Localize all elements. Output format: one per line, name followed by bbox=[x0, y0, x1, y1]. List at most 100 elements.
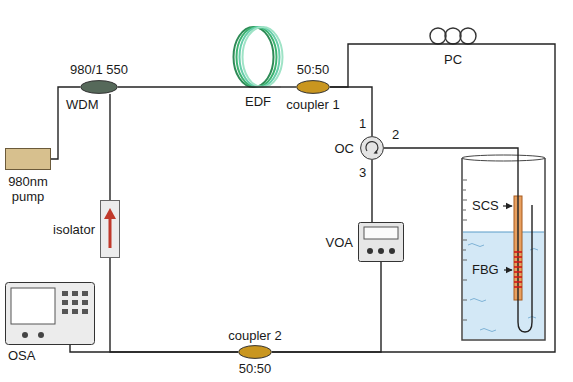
fiber-loop bbox=[240, 27, 280, 87]
sensing-fiber bbox=[384, 148, 532, 332]
fiber-link bbox=[272, 44, 555, 352]
label-holder: 980nm pump bbox=[3, 174, 53, 204]
fiber-link bbox=[109, 94, 110, 200]
osa-button bbox=[72, 291, 78, 296]
label-holder: coupler 2 bbox=[228, 328, 281, 343]
pump-laser-box: 980nm pump bbox=[5, 148, 51, 170]
node-outline bbox=[100, 200, 120, 258]
isolator-box: isolator bbox=[100, 200, 120, 258]
voa-instrument: VOA bbox=[358, 222, 404, 262]
isolator-arrowhead bbox=[104, 208, 116, 219]
water-waves bbox=[468, 244, 538, 332]
component-label: EDF bbox=[245, 94, 271, 109]
component-label: coupler 1 bbox=[286, 97, 339, 112]
osa-button bbox=[62, 291, 68, 296]
node-outline bbox=[80, 80, 118, 94]
wdm-coupler: 980/1 550WDM bbox=[80, 80, 118, 94]
node-outline bbox=[360, 136, 384, 160]
node-outline bbox=[5, 282, 95, 345]
osa-button bbox=[82, 300, 88, 305]
fiber-link bbox=[272, 262, 381, 352]
leader-line bbox=[504, 269, 512, 270]
osa-button bbox=[72, 309, 78, 314]
component-label: PC bbox=[444, 52, 462, 67]
node-outline bbox=[238, 345, 272, 359]
voa-body bbox=[359, 223, 404, 262]
component-label: isolator bbox=[53, 222, 95, 237]
osa-button bbox=[72, 300, 78, 305]
component-label: WDM bbox=[66, 97, 99, 112]
node-outline bbox=[235, 20, 281, 90]
fiber-link bbox=[371, 160, 372, 222]
component-label: 980nm pump bbox=[3, 174, 53, 204]
fiber-line bbox=[235, 86, 281, 87]
label-holder: isolator bbox=[53, 222, 95, 237]
pc-loop bbox=[430, 28, 446, 44]
fiber-link bbox=[281, 86, 296, 87]
pump-body bbox=[6, 149, 51, 170]
node-outline bbox=[296, 80, 330, 94]
label-holder: OC bbox=[335, 141, 355, 156]
component-label: 980/1 550 bbox=[70, 62, 128, 77]
beaker-scale bbox=[463, 180, 467, 320]
osa-button bbox=[82, 309, 88, 314]
osa-button bbox=[62, 309, 68, 314]
label-holder: coupler 1 bbox=[286, 97, 339, 112]
port-number: 2 bbox=[392, 127, 399, 142]
voa-knob bbox=[389, 248, 395, 254]
leader-line bbox=[503, 205, 512, 206]
polarization-controller: PC bbox=[428, 26, 478, 46]
fiber-link bbox=[70, 345, 238, 352]
fiber-link bbox=[110, 258, 238, 352]
label-holder: VOA bbox=[326, 235, 353, 250]
node-outline bbox=[358, 222, 404, 262]
fiber-coupler: 50:50coupler 1 bbox=[296, 80, 330, 94]
coupler-body bbox=[297, 81, 330, 94]
coupler-body bbox=[239, 346, 272, 359]
beaker-rim bbox=[462, 155, 545, 161]
fbg-grating bbox=[514, 252, 522, 287]
label-holder: 2 bbox=[392, 127, 399, 142]
fiber-link bbox=[330, 44, 428, 87]
osa-button bbox=[62, 300, 68, 305]
fiber-coupler: coupler 250:50 bbox=[238, 345, 272, 359]
osa-port bbox=[22, 332, 28, 338]
component-label: coupler 2 bbox=[228, 328, 281, 343]
voa-knob bbox=[378, 248, 384, 254]
label-holder: 980/1 550 bbox=[70, 62, 128, 77]
component-label: 50:50 bbox=[239, 361, 272, 376]
optical-circulator: OC bbox=[360, 136, 384, 160]
edf-coil: EDF bbox=[235, 20, 281, 90]
osa-screen bbox=[11, 288, 55, 324]
fiber-line bbox=[428, 43, 478, 44]
fiber-link bbox=[118, 86, 235, 87]
osa-body bbox=[6, 283, 95, 345]
voa-display bbox=[364, 227, 398, 239]
label-holder: WDM bbox=[66, 97, 99, 112]
part-label: FBG bbox=[472, 262, 499, 277]
circulator-body bbox=[361, 137, 384, 160]
label-holder: 1 bbox=[359, 116, 366, 131]
voa-knob bbox=[367, 248, 373, 254]
circulator-arrow bbox=[366, 142, 378, 152]
label-holder: 3 bbox=[359, 165, 366, 180]
fiber-loop bbox=[243, 27, 283, 87]
pc-loop bbox=[445, 28, 461, 44]
osa-port bbox=[38, 332, 44, 338]
component-label: VOA bbox=[326, 235, 353, 250]
part-label: SCS bbox=[472, 198, 499, 213]
component-label: 50:50 bbox=[297, 62, 330, 77]
circulator-arrowhead bbox=[374, 150, 378, 154]
node-outline bbox=[5, 148, 51, 170]
coupler-body bbox=[81, 81, 118, 94]
pc-loop bbox=[460, 28, 476, 44]
label-holder: FBG bbox=[472, 262, 499, 277]
port-number: 1 bbox=[359, 116, 366, 131]
label-holder: SCS bbox=[472, 198, 499, 213]
isolator-arrow bbox=[109, 216, 112, 248]
label-holder: OSA bbox=[8, 348, 35, 363]
port-number: 3 bbox=[359, 165, 366, 180]
